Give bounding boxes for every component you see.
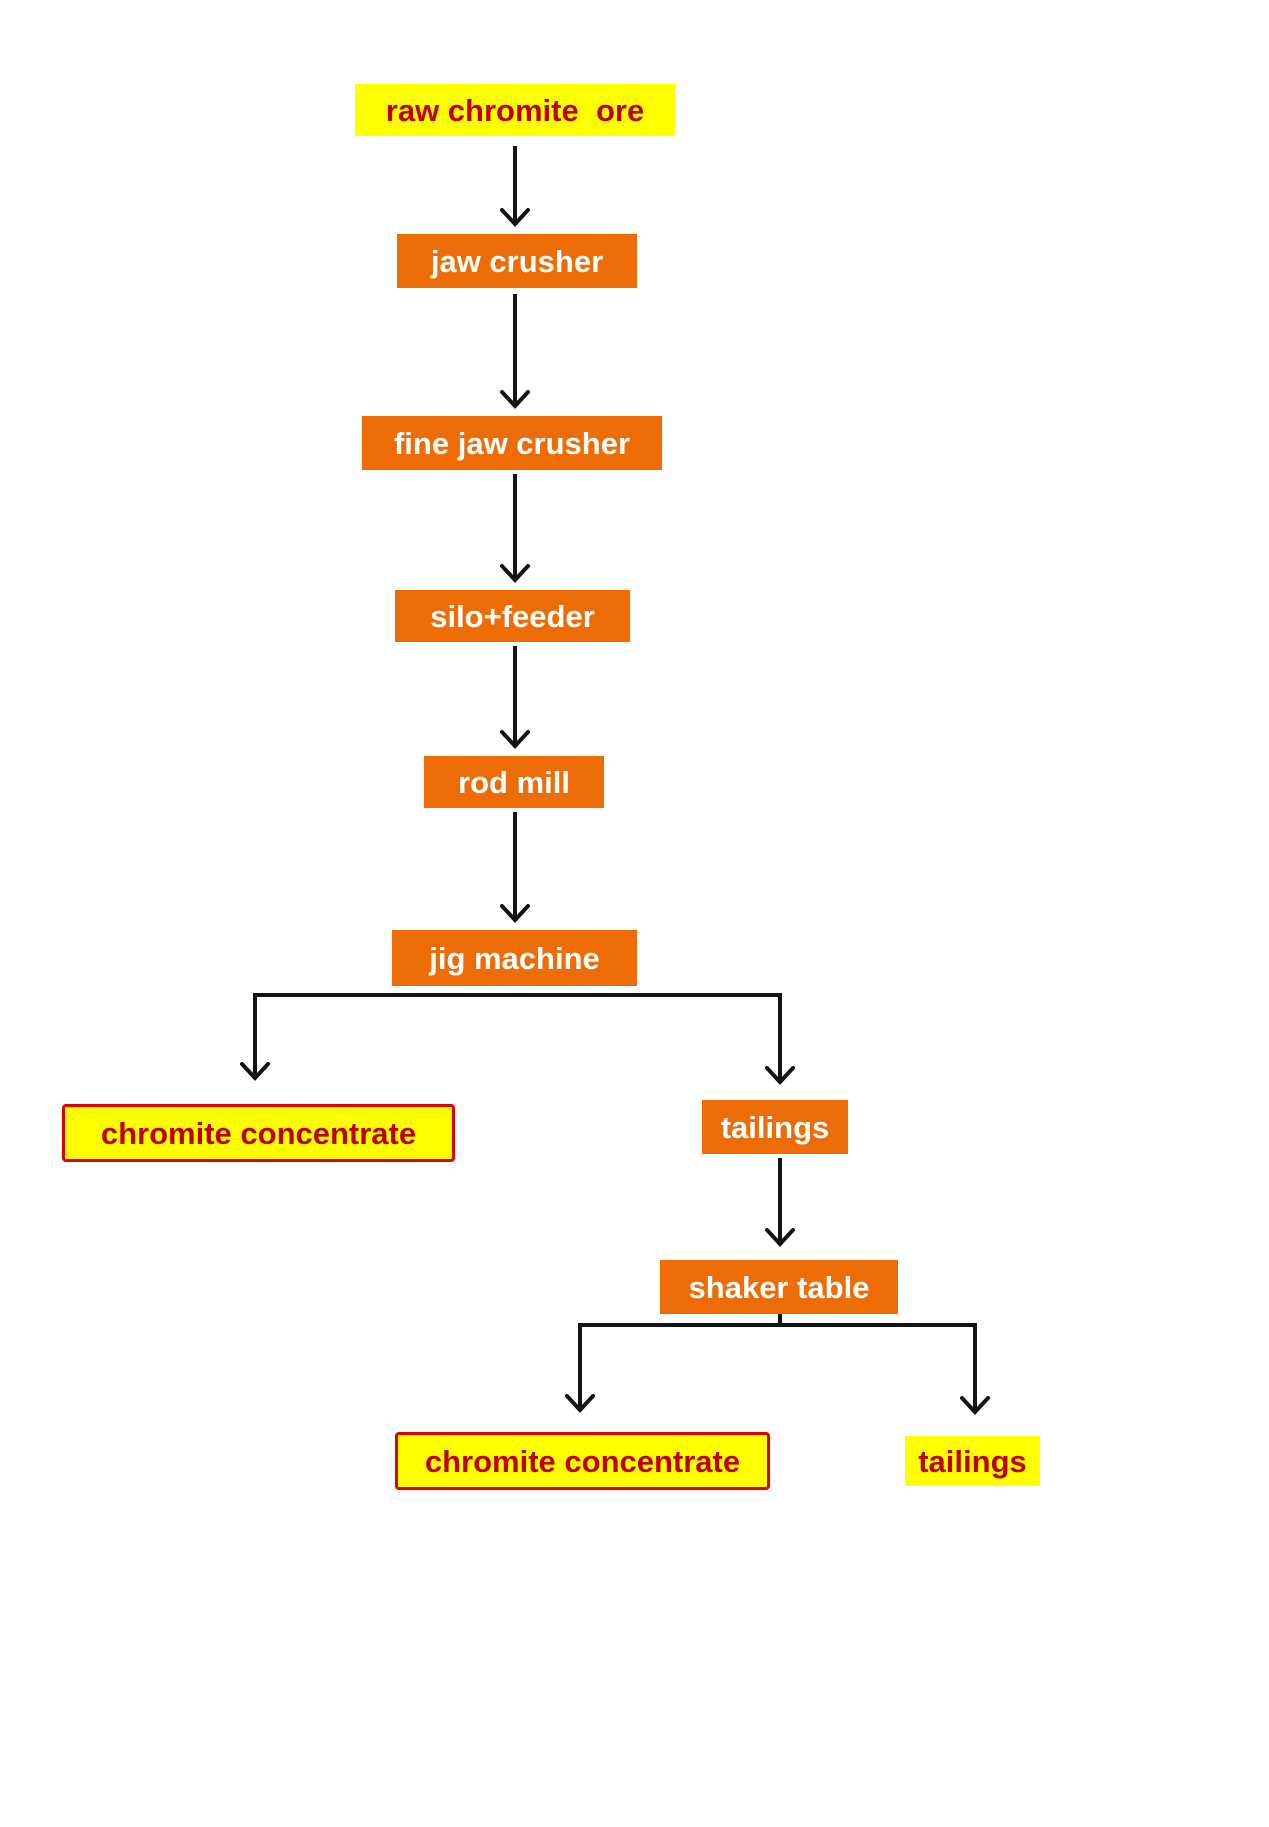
node-chromite-concentrate-1: chromite concentrate <box>62 1104 455 1162</box>
node-jaw-crusher: jaw crusher <box>397 234 637 288</box>
node-silo-feeder: silo+feeder <box>395 590 630 642</box>
node-shaker-table: shaker table <box>660 1260 898 1314</box>
node-tailings-2: tailings <box>905 1436 1040 1486</box>
node-rod-mill: rod mill <box>424 756 604 808</box>
node-raw-chromite-ore: raw chromite ore <box>355 84 675 136</box>
node-chromite-concentrate-2: chromite concentrate <box>395 1432 770 1490</box>
node-jig-machine: jig machine <box>392 930 637 986</box>
node-tailings-1: tailings <box>702 1100 848 1154</box>
node-fine-jaw-crusher: fine jaw crusher <box>362 416 662 470</box>
